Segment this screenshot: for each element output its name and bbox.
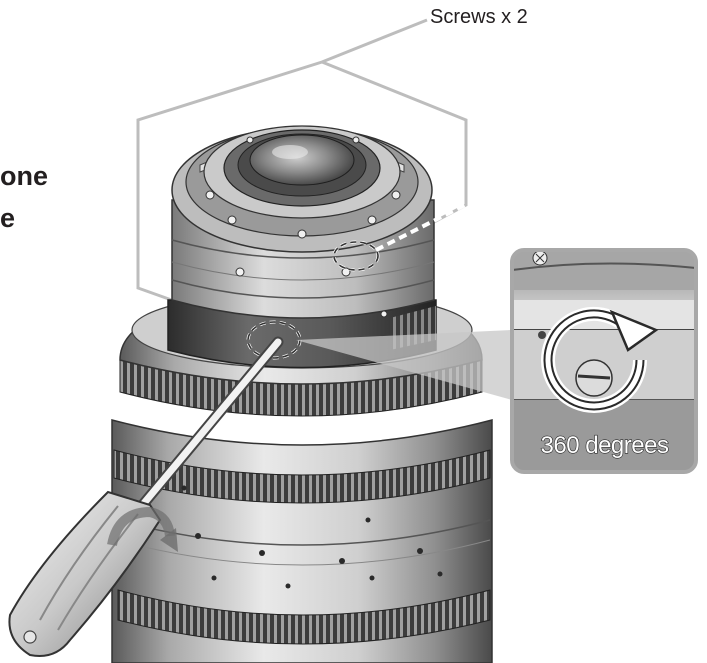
inset-leader-wedge [296,330,512,400]
rotate-arrow-icon [107,506,175,547]
flange-screws [205,136,401,239]
heading-line-2: e [0,203,16,233]
heading-line-1: one [0,161,49,191]
rotation-label: 360 degrees [540,431,670,459]
lens-mount [167,125,437,369]
page-heading: one e [0,155,78,239]
barrel-screw-holes [181,485,443,589]
screws-callout-label: Screws x 2 [430,6,528,28]
screwdriver [8,336,284,657]
rear-lens-glass [249,134,355,186]
screw-detail-inset [510,248,698,474]
hidden-screw-indicator [375,203,466,252]
